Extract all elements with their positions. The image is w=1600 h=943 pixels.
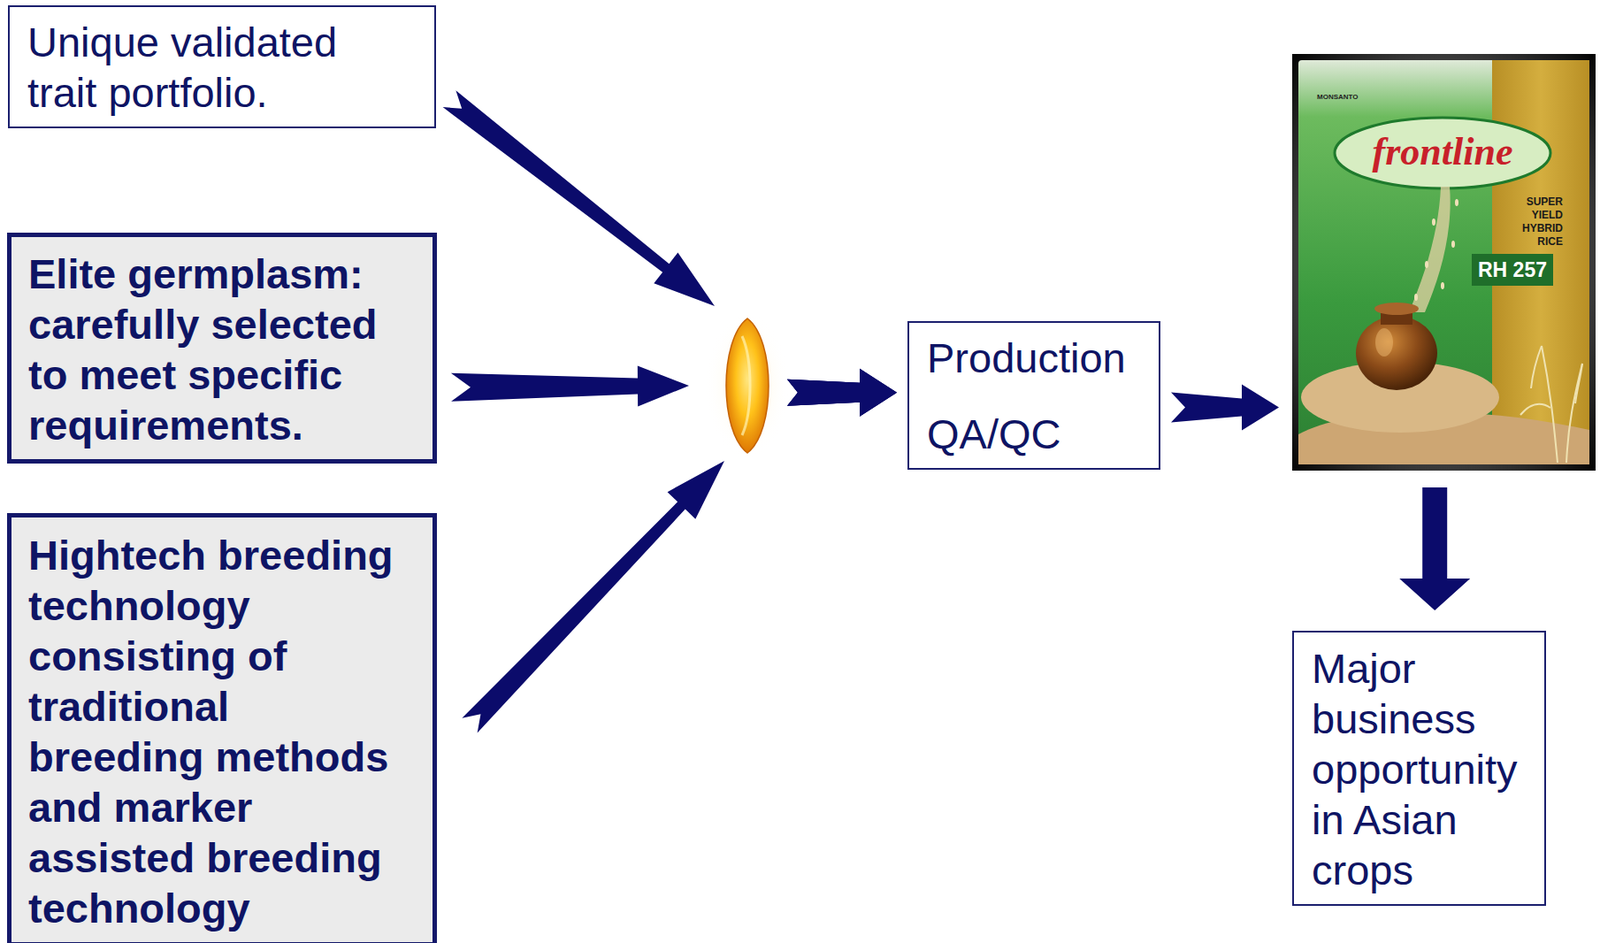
brand-logo: frontline [1345, 131, 1540, 173]
flow-arrow [1171, 383, 1279, 430]
box-text: QA/QC [926, 408, 1145, 460]
falling-grain [1440, 282, 1445, 290]
falling-grains [1414, 199, 1459, 301]
trait-box: Unique validated trait portfolio. [7, 5, 437, 129]
flow-arrow [451, 365, 897, 416]
rice-grain [704, 311, 790, 460]
logo-ellipse [1334, 117, 1551, 189]
arrow-shape [443, 90, 715, 307]
breeding-box: Hightech breeding technology consisting … [7, 512, 437, 943]
flow-arrow [1399, 487, 1470, 611]
rice-stem [1566, 363, 1583, 463]
grain-highlight [742, 336, 751, 436]
arrow-shape [787, 368, 897, 417]
pot-body [1355, 315, 1438, 391]
box-text: Unique validated trait portfolio. [27, 16, 399, 118]
flow-arrow [461, 368, 897, 734]
box-text: Hightech breeding technology consisting … [28, 529, 409, 934]
product-tagline: SUPER YIELD HYBRID RICE [1508, 195, 1563, 249]
rice-panicle [1575, 363, 1583, 404]
variety-code: RH 257 [1473, 256, 1552, 284]
germplasm-box: Elite germplasm: carefully selected to m… [7, 232, 437, 464]
brand-maker: MONSANTO [1316, 92, 1371, 102]
grain-glow [704, 311, 790, 460]
seed-bag-node: MONSANTO frontlineSUPER YIELD HYBRID RICE… [1292, 53, 1596, 471]
arrow-shape [451, 365, 689, 406]
pot-highlight [1375, 328, 1394, 357]
arrow-shape [787, 368, 897, 417]
arrow-shape [1399, 487, 1470, 611]
falling-grain [1454, 199, 1459, 207]
seed-bag [1292, 53, 1596, 471]
box-text: Elite germplasm: carefully selected to m… [28, 248, 409, 451]
falling-grain [1424, 260, 1429, 268]
arrow-shape [1171, 383, 1279, 430]
falling-grain [1431, 218, 1436, 226]
arrow-shape [461, 460, 725, 733]
rice-leaf [1520, 404, 1551, 415]
outcome-box: Major business opportunity in Asian crop… [1292, 630, 1547, 906]
box-text: Production [926, 332, 1145, 383]
grain-stream [1408, 186, 1451, 313]
grain-body [726, 318, 769, 453]
pot-rim [1374, 302, 1419, 315]
arrow-shape [787, 368, 897, 417]
bag-shadow [1292, 53, 1596, 471]
production-box: ProductionQA/QC [907, 321, 1161, 470]
falling-grain [1414, 293, 1418, 301]
variety-ribbon [1471, 253, 1554, 286]
falling-grain [1451, 240, 1455, 248]
rice-panicle [1531, 345, 1542, 389]
flow-arrow [443, 90, 897, 416]
bag-body [1298, 60, 1590, 465]
box-text: Major business opportunity in Asian crop… [1311, 643, 1533, 896]
rice-plant [1520, 345, 1583, 463]
